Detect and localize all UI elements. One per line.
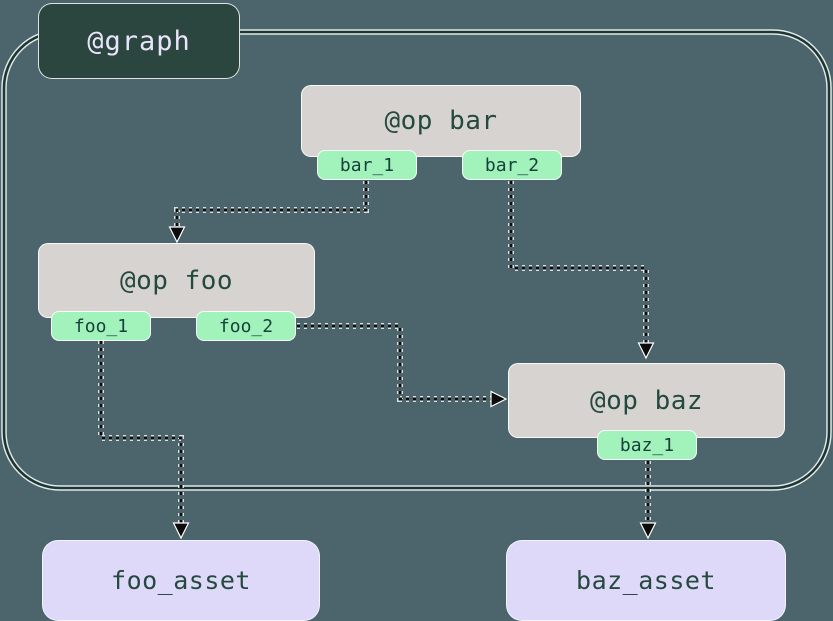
arrowhead-right-icon (490, 390, 508, 408)
output-tab-label: baz_1 (619, 434, 675, 456)
output-tab-baz_1[interactable]: baz_1 (597, 430, 697, 460)
op-node-bar[interactable]: @op bar (301, 85, 581, 157)
output-tab-label: bar_1 (339, 154, 395, 176)
output-tab-label: foo_1 (73, 315, 129, 337)
edge-baz_1-to-baz_asset (639, 461, 657, 540)
graph-label[interactable]: @graph (38, 3, 240, 79)
output-tab-bar_1[interactable]: bar_1 (317, 150, 417, 180)
output-tab-bar_2[interactable]: bar_2 (462, 150, 562, 180)
output-tab-foo_1[interactable]: foo_1 (51, 311, 151, 341)
asset-label: baz_asset (576, 566, 716, 595)
edge-bar_2-to-op-baz (508, 181, 655, 360)
op-node-foo[interactable]: @op foo (38, 243, 315, 318)
output-tab-foo_2[interactable]: foo_2 (196, 311, 296, 341)
edge-foo_2-to-op-baz (297, 323, 508, 408)
graph-label-text: @graph (87, 25, 191, 57)
edge-bar_1-to-op-foo (168, 181, 369, 244)
op-title: @op bar (384, 106, 498, 136)
edge-foo_1-to-foo_asset (98, 341, 190, 540)
arrowhead-down-icon (639, 522, 657, 540)
op-title: @op foo (119, 265, 234, 296)
arrowhead-down-icon (637, 342, 655, 360)
arrowhead-down-icon (172, 522, 190, 540)
asset-node-baz_asset[interactable]: baz_asset (506, 540, 786, 621)
asset-node-foo_asset[interactable]: foo_asset (42, 540, 320, 621)
asset-label: foo_asset (111, 566, 251, 595)
op-title: @op baz (589, 385, 704, 416)
arrowhead-down-icon (168, 226, 186, 244)
output-tab-label: bar_2 (484, 154, 540, 176)
output-tab-label: foo_2 (218, 315, 274, 337)
op-node-baz[interactable]: @op baz (508, 363, 785, 438)
